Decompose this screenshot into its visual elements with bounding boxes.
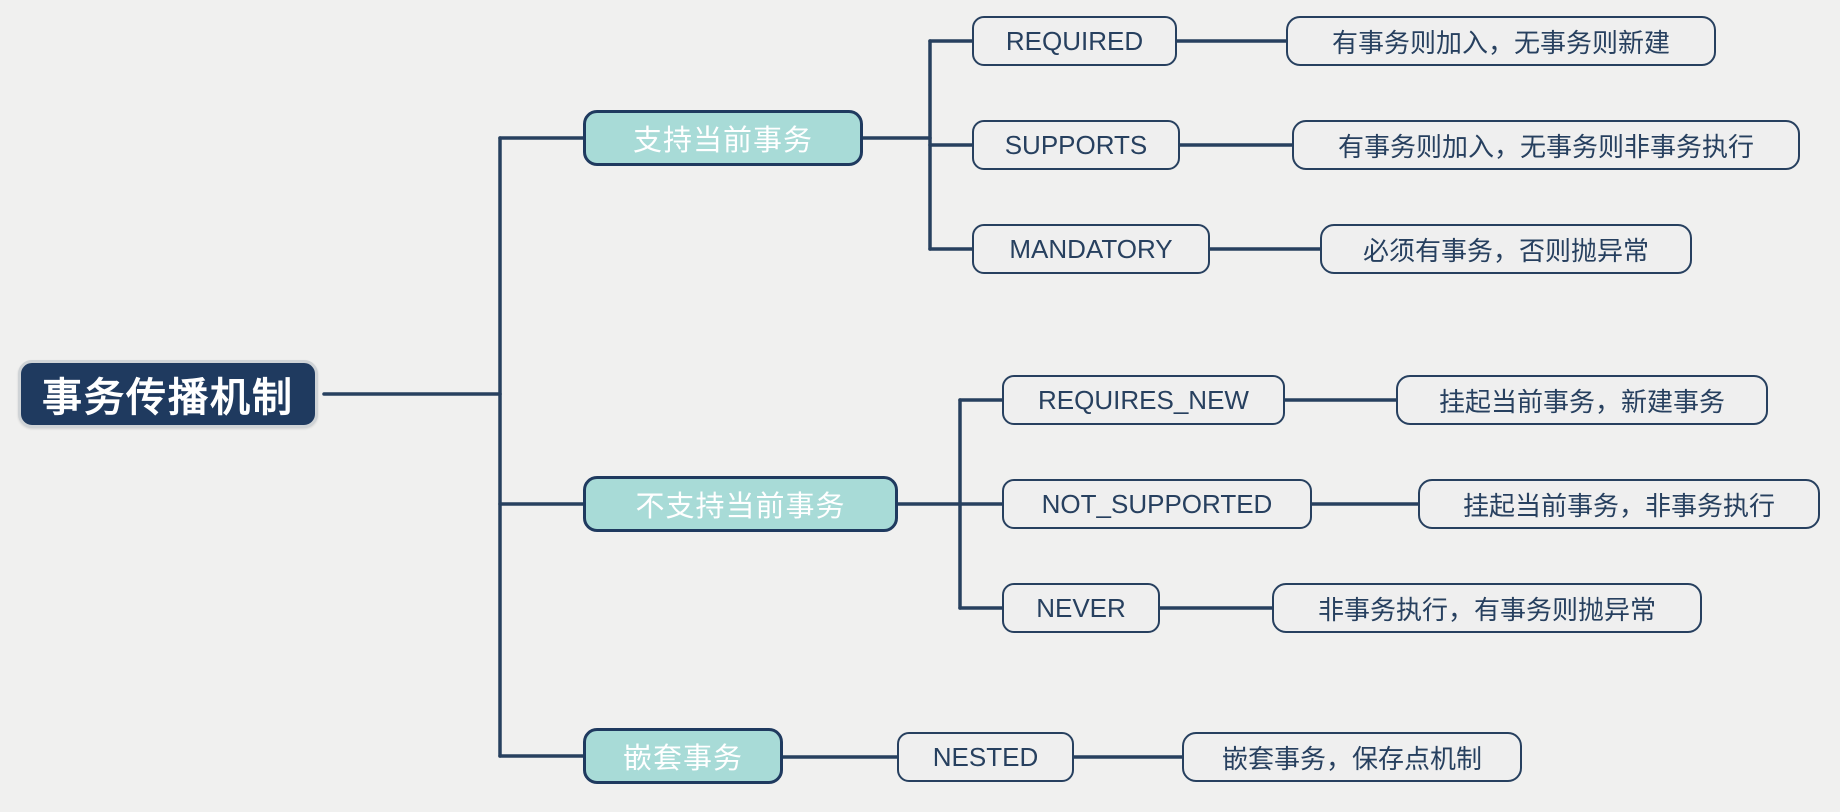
leaf-node-supports[interactable]: SUPPORTS (972, 120, 1180, 170)
leaf-node-required[interactable]: REQUIRED (972, 16, 1177, 66)
desc-node-supports[interactable]: 有事务则加入，无事务则非事务执行 (1292, 120, 1800, 170)
desc-node-not-supported[interactable]: 挂起当前事务，非事务执行 (1418, 479, 1820, 529)
desc-node-requires-new[interactable]: 挂起当前事务，新建事务 (1396, 375, 1768, 425)
desc-node-nested[interactable]: 嵌套事务，保存点机制 (1182, 732, 1522, 782)
leaf-node-mandatory[interactable]: MANDATORY (972, 224, 1210, 274)
desc-node-mandatory[interactable]: 必须有事务，否则抛异常 (1320, 224, 1692, 274)
branch-node-nested-transaction[interactable]: 嵌套事务 (583, 728, 783, 784)
leaf-node-nested[interactable]: NESTED (897, 732, 1074, 782)
leaf-node-requires-new[interactable]: REQUIRES_NEW (1002, 375, 1285, 425)
root-node[interactable]: 事务传播机制 (18, 360, 318, 428)
branch-node-supports-current[interactable]: 支持当前事务 (583, 110, 863, 166)
branch-node-not-supports-current[interactable]: 不支持当前事务 (583, 476, 898, 532)
leaf-node-never[interactable]: NEVER (1002, 583, 1160, 633)
desc-node-never[interactable]: 非事务执行，有事务则抛异常 (1272, 583, 1702, 633)
leaf-node-not-supported[interactable]: NOT_SUPPORTED (1002, 479, 1312, 529)
desc-node-required[interactable]: 有事务则加入，无事务则新建 (1286, 16, 1716, 66)
